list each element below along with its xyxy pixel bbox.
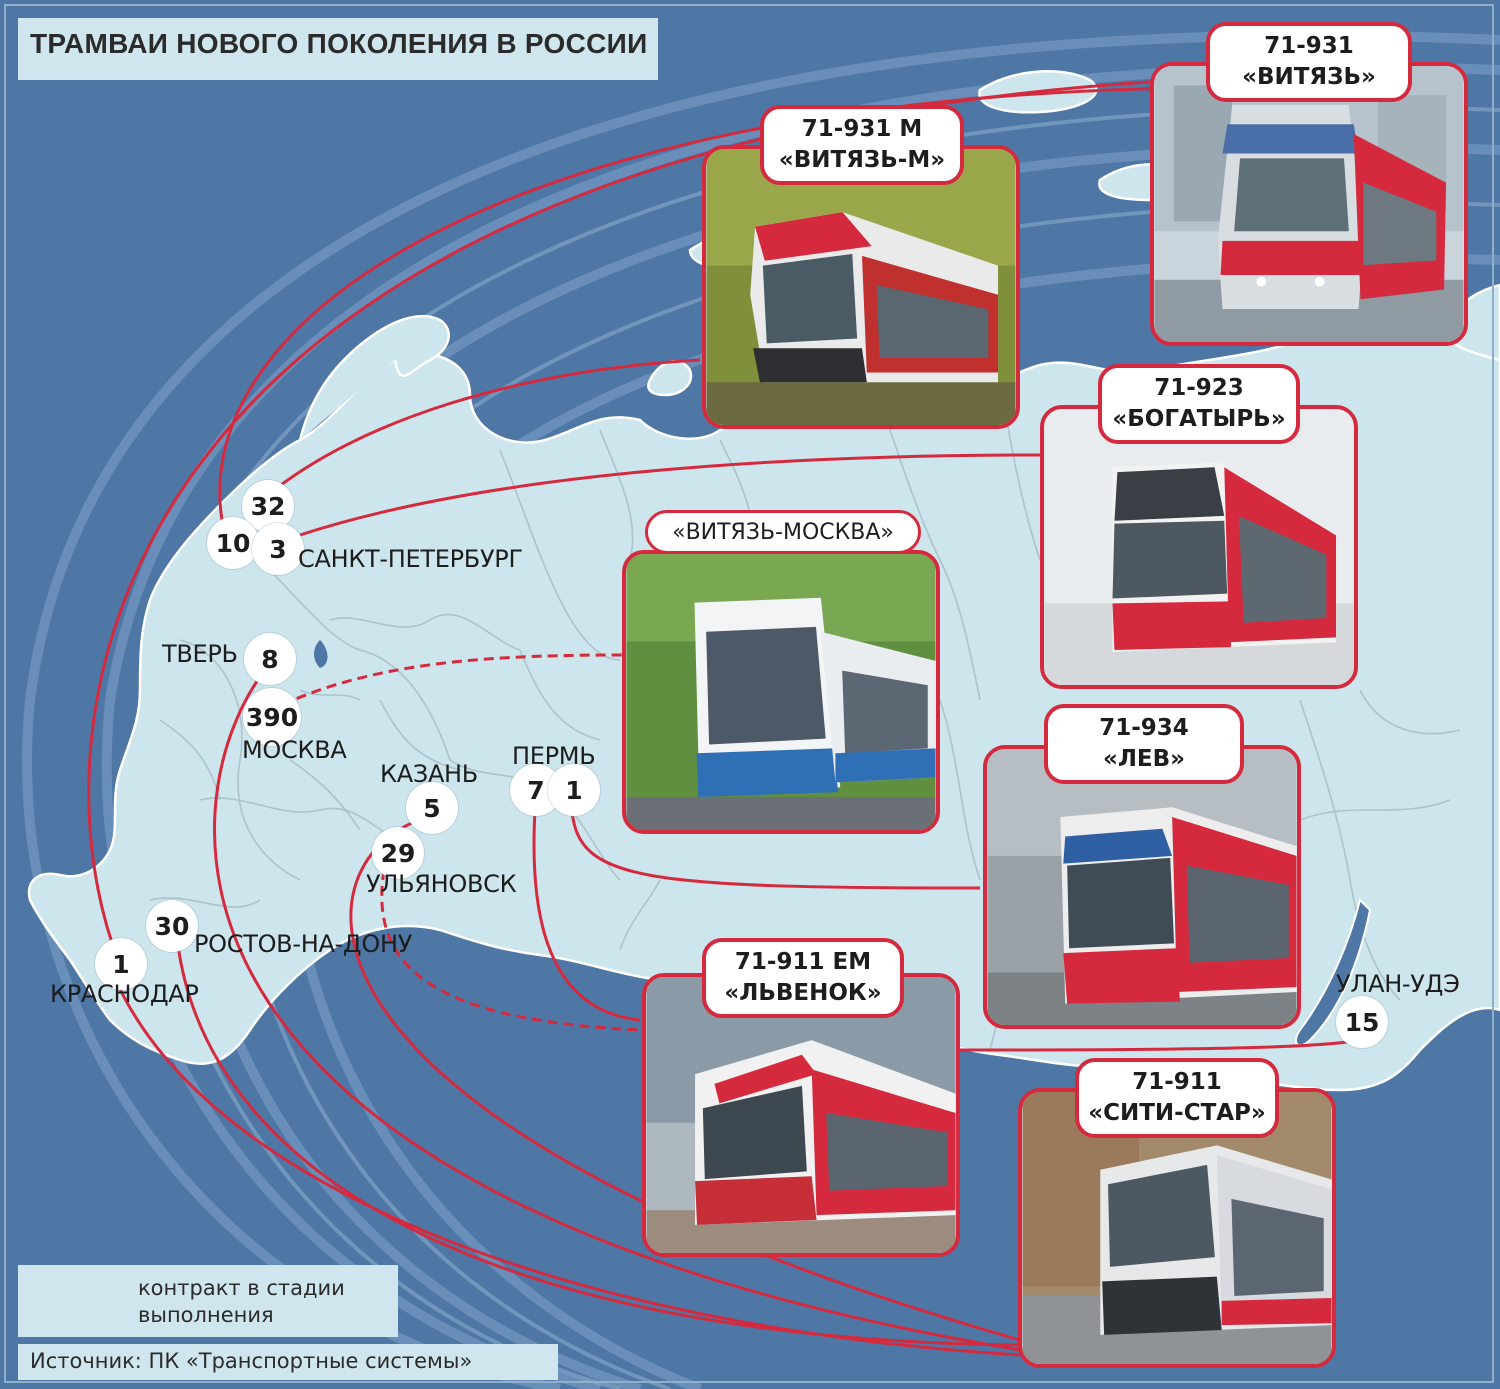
dashed-routes xyxy=(281,653,641,1032)
ulan-ude-label: УЛАН-УДЭ xyxy=(1336,970,1460,998)
tag-bogatyr-code: 71-923 xyxy=(1154,375,1244,401)
tag-bogatyr-name: «БОГАТЫРЬ» xyxy=(1112,406,1286,432)
legend-line-1: контракт в стадии xyxy=(138,1276,345,1300)
tram-image-lev xyxy=(987,749,1297,1025)
ulyanovsk-count: 29 xyxy=(372,827,424,879)
kazan-count: 5 xyxy=(406,782,458,834)
tram-image-vityaz-m xyxy=(706,149,1016,425)
tag-vityaz-m-name: «ВИТЯЗЬ-М» xyxy=(778,147,946,173)
tver-label: ТВЕРЬ xyxy=(162,640,238,668)
ulan-ude-count: 15 xyxy=(1336,996,1388,1048)
spb-count-10: 10 xyxy=(207,517,259,569)
tag-vityaz-m: 71-931 М «ВИТЯЗЬ-М» xyxy=(760,105,964,185)
photo-lvenok xyxy=(642,973,960,1257)
legend-background xyxy=(18,1265,398,1337)
moscow-count: 390 xyxy=(243,688,301,746)
legend: контракт в стадии выполнения xyxy=(138,1275,345,1329)
source-note: Источник: ПК «Транспортные системы» xyxy=(30,1349,473,1373)
tag-vityaz-m-code: 71-931 М xyxy=(801,116,923,142)
rostov-count: 30 xyxy=(146,900,198,952)
moscow-label: МОСКВА xyxy=(242,736,347,764)
photo-bogatyr xyxy=(1040,405,1358,689)
tag-lvenok-name: «ЛЬВЕНОК» xyxy=(724,980,882,1006)
tag-lvenok-code: 71-911 ЕМ xyxy=(734,949,872,975)
tag-city-star: 71-911 «СИТИ-СТАР» xyxy=(1075,1058,1279,1138)
tag-lev-code: 71-934 xyxy=(1099,715,1189,741)
tram-image-city-star xyxy=(1022,1092,1332,1364)
tver-count: 8 xyxy=(244,633,296,685)
ulyanovsk-label: УЛЬЯНОВСК xyxy=(366,870,517,898)
photo-vityaz xyxy=(1150,62,1468,346)
tag-city-star-name: «СИТИ-СТАР» xyxy=(1088,1100,1266,1126)
tag-vityaz: 71-931 «ВИТЯЗЬ» xyxy=(1206,22,1412,102)
photo-vityaz-m xyxy=(702,145,1020,429)
tag-lvenok: 71-911 ЕМ «ЛЬВЕНОК» xyxy=(702,938,904,1018)
tram-image-vityaz xyxy=(1154,66,1464,342)
legend-line-2: выполнения xyxy=(138,1303,274,1327)
tag-vityaz-moskva-name: «ВИТЯЗЬ-МОСКВА» xyxy=(672,519,894,545)
tag-vityaz-name: «ВИТЯЗЬ» xyxy=(1242,64,1376,90)
tag-vityaz-moskva: «ВИТЯЗЬ-МОСКВА» xyxy=(645,510,921,554)
spb-count-3: 3 xyxy=(252,523,304,575)
tag-lev: 71-934 «ЛЕВ» xyxy=(1044,704,1244,784)
page-title: ТРАМВАИ НОВОГО ПОКОЛЕНИЯ В РОССИИ xyxy=(30,28,648,59)
spb-label: САНКТ-ПЕТЕРБУРГ xyxy=(298,545,523,573)
tram-image-vityaz-moskva xyxy=(626,554,936,830)
photo-lev xyxy=(983,745,1301,1029)
source-background xyxy=(18,1344,558,1380)
tag-bogatyr: 71-923 «БОГАТЫРЬ» xyxy=(1098,364,1300,444)
title-background xyxy=(18,18,658,80)
photo-vityaz-moskva xyxy=(622,550,940,834)
tag-city-star-code: 71-911 xyxy=(1132,1069,1222,1095)
tag-lev-name: «ЛЕВ» xyxy=(1102,746,1186,772)
tag-vityaz-code: 71-931 xyxy=(1264,33,1354,59)
krasnodar-count: 1 xyxy=(95,938,147,990)
tram-image-bogatyr xyxy=(1044,409,1354,685)
krasnodar-label: КРАСНОДАР xyxy=(50,980,199,1008)
rostov-label: РОСТОВ-НА-ДОНУ xyxy=(194,930,413,958)
perm-count-1: 1 xyxy=(548,764,600,816)
tram-image-lvenok xyxy=(646,977,956,1253)
